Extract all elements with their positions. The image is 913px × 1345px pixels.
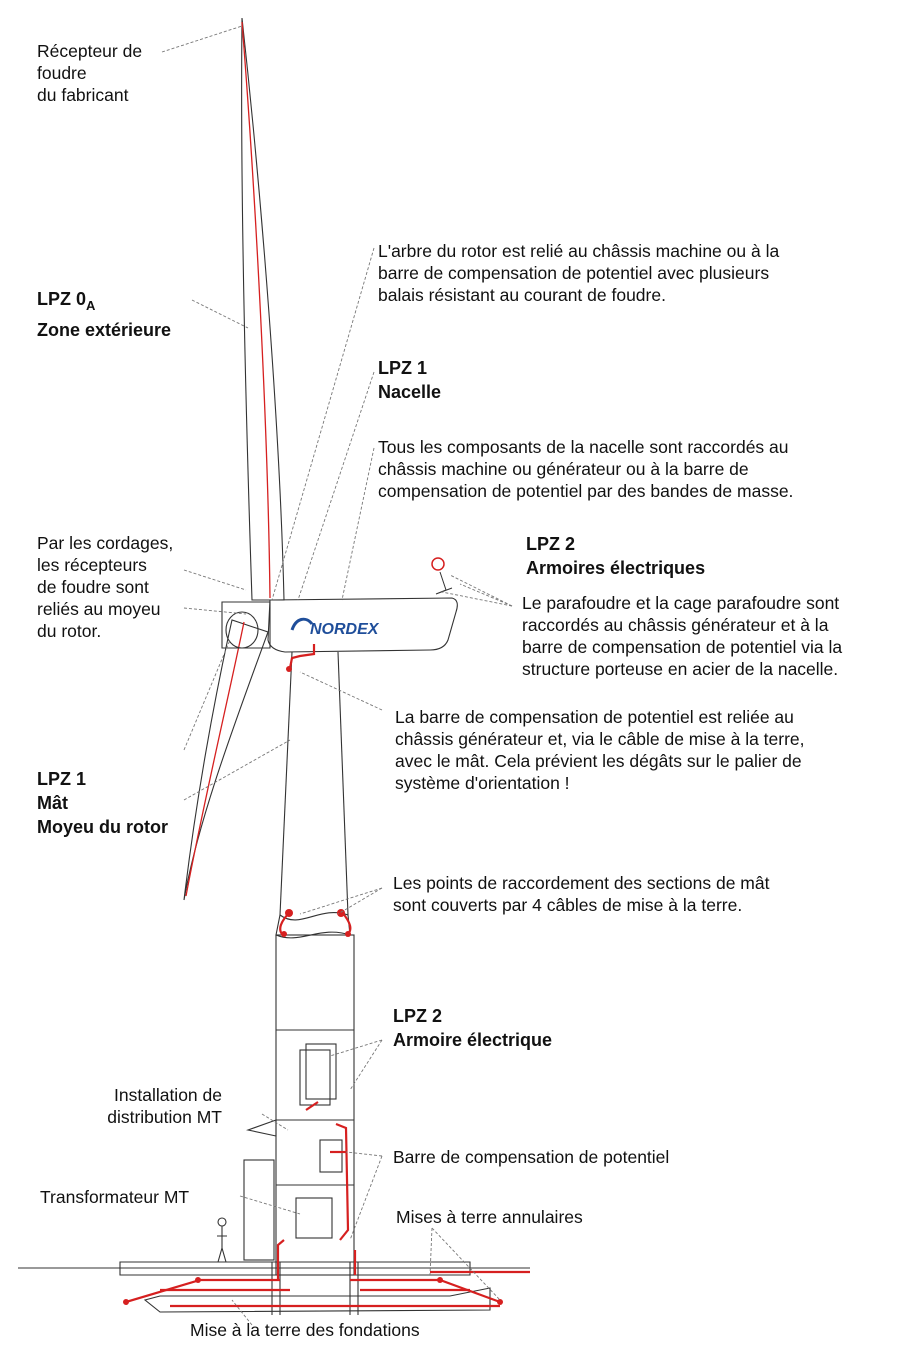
potential-bar-label: Barre de compensation de potentiel bbox=[393, 1147, 670, 1167]
lower-blade-conductor bbox=[185, 621, 245, 897]
lpz0-label: LPZ 0A Zone extérieure bbox=[37, 289, 172, 340]
ring-earth-label: Mises à terre annulaires bbox=[396, 1207, 583, 1227]
upper-blade-conductor bbox=[241, 21, 271, 599]
nordex-logo: NORDEX bbox=[310, 621, 380, 638]
nacelle-components-label: Tous les composants de la nacelle sont r… bbox=[378, 437, 794, 501]
mast-sections-label: Les points de raccordement des sections … bbox=[393, 873, 770, 915]
equipotential-bar-label: La barre de compensation de potentiel es… bbox=[395, 707, 805, 793]
nacelle-body bbox=[267, 597, 458, 653]
upper-blade bbox=[241, 17, 285, 601]
foundation bbox=[119, 1261, 471, 1276]
mv-transformer-label: Transformateur MT bbox=[40, 1187, 190, 1207]
lower-blade bbox=[183, 619, 269, 901]
rotor-shaft-label: L'arbre du rotor est relié au châssis ma… bbox=[378, 241, 780, 305]
hub bbox=[221, 601, 271, 649]
foundation-earth-label: Mise à la terre des fondations bbox=[190, 1320, 420, 1340]
surge-arrester-label: Le parafoudre et la cage parafoudre sont… bbox=[522, 593, 843, 679]
